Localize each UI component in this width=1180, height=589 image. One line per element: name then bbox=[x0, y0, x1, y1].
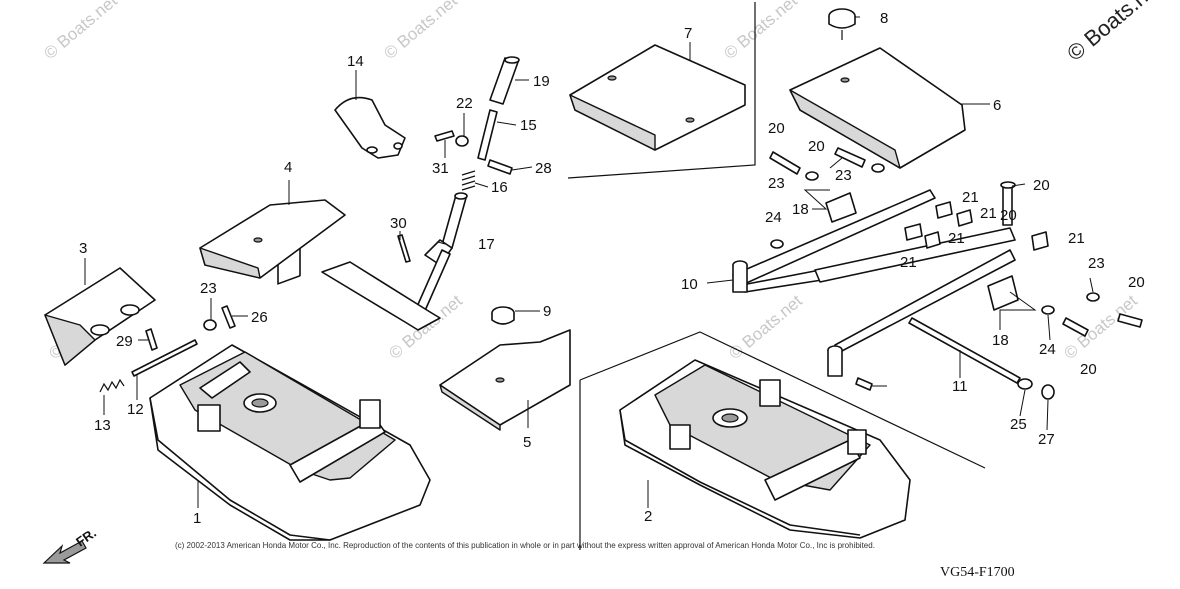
leader-lines bbox=[84, 16, 1094, 508]
shaft-11 bbox=[908, 317, 1021, 384]
pin-12 bbox=[131, 339, 198, 377]
diagram-code: VG54-F1700 bbox=[940, 565, 1015, 580]
plate-4 bbox=[199, 199, 346, 279]
callout-6: 6 bbox=[993, 97, 1001, 114]
watermark: © Boats.net bbox=[720, 0, 801, 63]
callout-19: 19 bbox=[533, 73, 550, 90]
callout-10: 10 bbox=[681, 276, 698, 293]
callout-20a: 20 bbox=[768, 120, 785, 137]
callout-13: 13 bbox=[94, 417, 111, 434]
callout-20e: 20 bbox=[1080, 361, 1097, 378]
callout-25: 26 bbox=[251, 309, 268, 326]
plate-5 bbox=[439, 329, 571, 431]
callout-5: 5 bbox=[523, 434, 531, 451]
callout-14: 14 bbox=[347, 53, 364, 70]
callout-2: 2 bbox=[644, 508, 652, 525]
callout-11: 11 bbox=[952, 378, 968, 395]
callout-27: 28 bbox=[535, 160, 552, 177]
watermark: © Boats.net bbox=[725, 291, 806, 363]
cover-6 bbox=[789, 47, 966, 169]
watermark: © Boats.net bbox=[380, 0, 461, 63]
copyright-notice: (c) 2002-2013 American Honda Motor Co., … bbox=[175, 541, 875, 550]
front-direction-arrow: FR. bbox=[42, 525, 99, 564]
callout-26: 27 bbox=[1038, 431, 1055, 448]
callout-3: 3 bbox=[79, 240, 87, 257]
callout-23e: 24 bbox=[1039, 341, 1056, 358]
callout-20c: 20 bbox=[1033, 177, 1050, 194]
callout-23b: 23 bbox=[768, 175, 785, 192]
callout-24a: 24 bbox=[765, 209, 782, 226]
callout-18: 18 bbox=[792, 201, 809, 218]
callout-28: 29 bbox=[116, 333, 133, 350]
callout-21d: 21 bbox=[900, 254, 917, 271]
callout-7: 7 bbox=[684, 25, 692, 42]
mower-deck-right bbox=[619, 359, 911, 539]
callout-22: 22 bbox=[456, 95, 473, 112]
callout-23d: 23 bbox=[1088, 255, 1105, 272]
pivot-arm-10 bbox=[732, 189, 1016, 377]
front-cover-3 bbox=[44, 267, 156, 366]
callout-21e: 21 bbox=[1068, 230, 1085, 247]
callout-numbers: 1 2 3 4 5 6 7 8 9 10 11 12 13 14 15 16 1… bbox=[79, 10, 1145, 527]
callout-20b: 20 bbox=[808, 138, 825, 155]
callout-8: 8 bbox=[880, 10, 888, 27]
callout-16: 16 bbox=[491, 179, 508, 196]
callout-20f: 20 bbox=[1000, 207, 1017, 224]
callout-1: 1 bbox=[193, 510, 201, 527]
callout-21c: 21 bbox=[948, 230, 965, 247]
callout-15: 15 bbox=[520, 117, 537, 134]
spring-13 bbox=[99, 378, 125, 393]
callout-23c: 23 bbox=[835, 167, 852, 184]
lever-parts bbox=[461, 56, 520, 191]
callout-23a: 23 bbox=[200, 280, 217, 297]
knob-9 bbox=[491, 306, 515, 325]
callout-20d: 20 bbox=[1128, 274, 1145, 291]
callout-12: 12 bbox=[127, 401, 144, 418]
cover-7 bbox=[569, 44, 746, 151]
callout-29: 30 bbox=[390, 215, 407, 232]
section-dividers bbox=[567, 2, 986, 550]
callout-24b: 25 bbox=[1010, 416, 1027, 433]
watermark: © Boats.net bbox=[40, 0, 121, 63]
callout-17: 17 bbox=[478, 236, 495, 253]
knob-8 bbox=[828, 8, 856, 40]
hardware bbox=[145, 130, 1143, 400]
callout-18b: 18 bbox=[992, 332, 1009, 349]
callout-21b: 21 bbox=[980, 205, 997, 222]
callout-30: 31 bbox=[432, 160, 449, 177]
watermark-corner: © Boats.net bbox=[1062, 0, 1166, 66]
bracket-14 bbox=[334, 96, 406, 159]
mower-deck-left bbox=[149, 244, 431, 541]
callout-9: 9 bbox=[543, 303, 551, 320]
lever-17 bbox=[321, 192, 468, 331]
callout-21a: 21 bbox=[962, 189, 979, 206]
callout-4: 4 bbox=[284, 159, 292, 176]
